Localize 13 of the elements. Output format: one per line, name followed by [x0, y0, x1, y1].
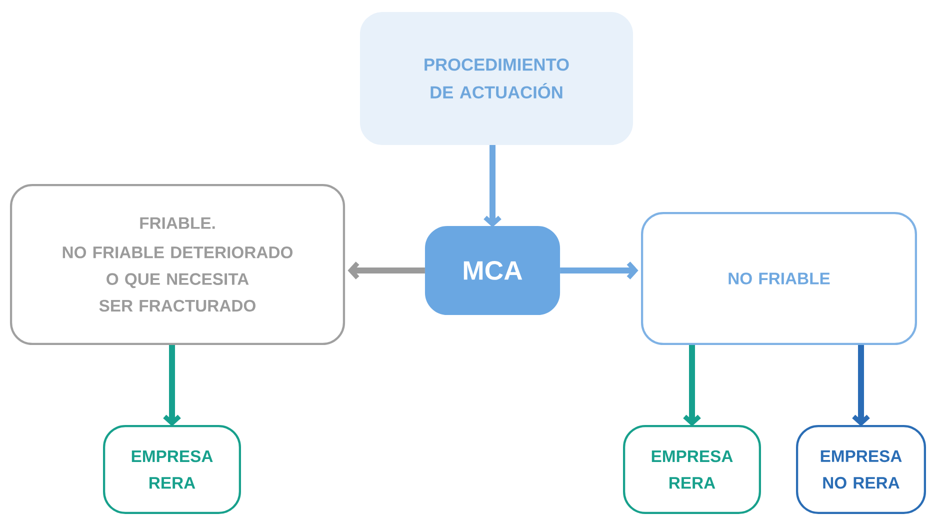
process-box: PROCEDIMIENTO DE ACTUACIÓN: [360, 12, 634, 146]
arrow: [348, 262, 425, 280]
process-box: EMPRESA NO RERA: [796, 424, 926, 514]
process-box: FRIABLE. NO FRIABLE DETERIORADO O QUE NECESITA SER FRACTURADO: [10, 184, 346, 346]
arrow: [560, 262, 638, 280]
arrow: [163, 345, 181, 426]
process-box: MCA: [424, 226, 560, 316]
process-box: EMPRESA RERA: [623, 424, 761, 514]
process-box: NO FRIABLE: [641, 212, 917, 346]
arrow: [852, 345, 870, 426]
arrow: [683, 345, 701, 426]
process-box: EMPRESA RERA: [103, 424, 241, 514]
arrow: [484, 145, 502, 228]
